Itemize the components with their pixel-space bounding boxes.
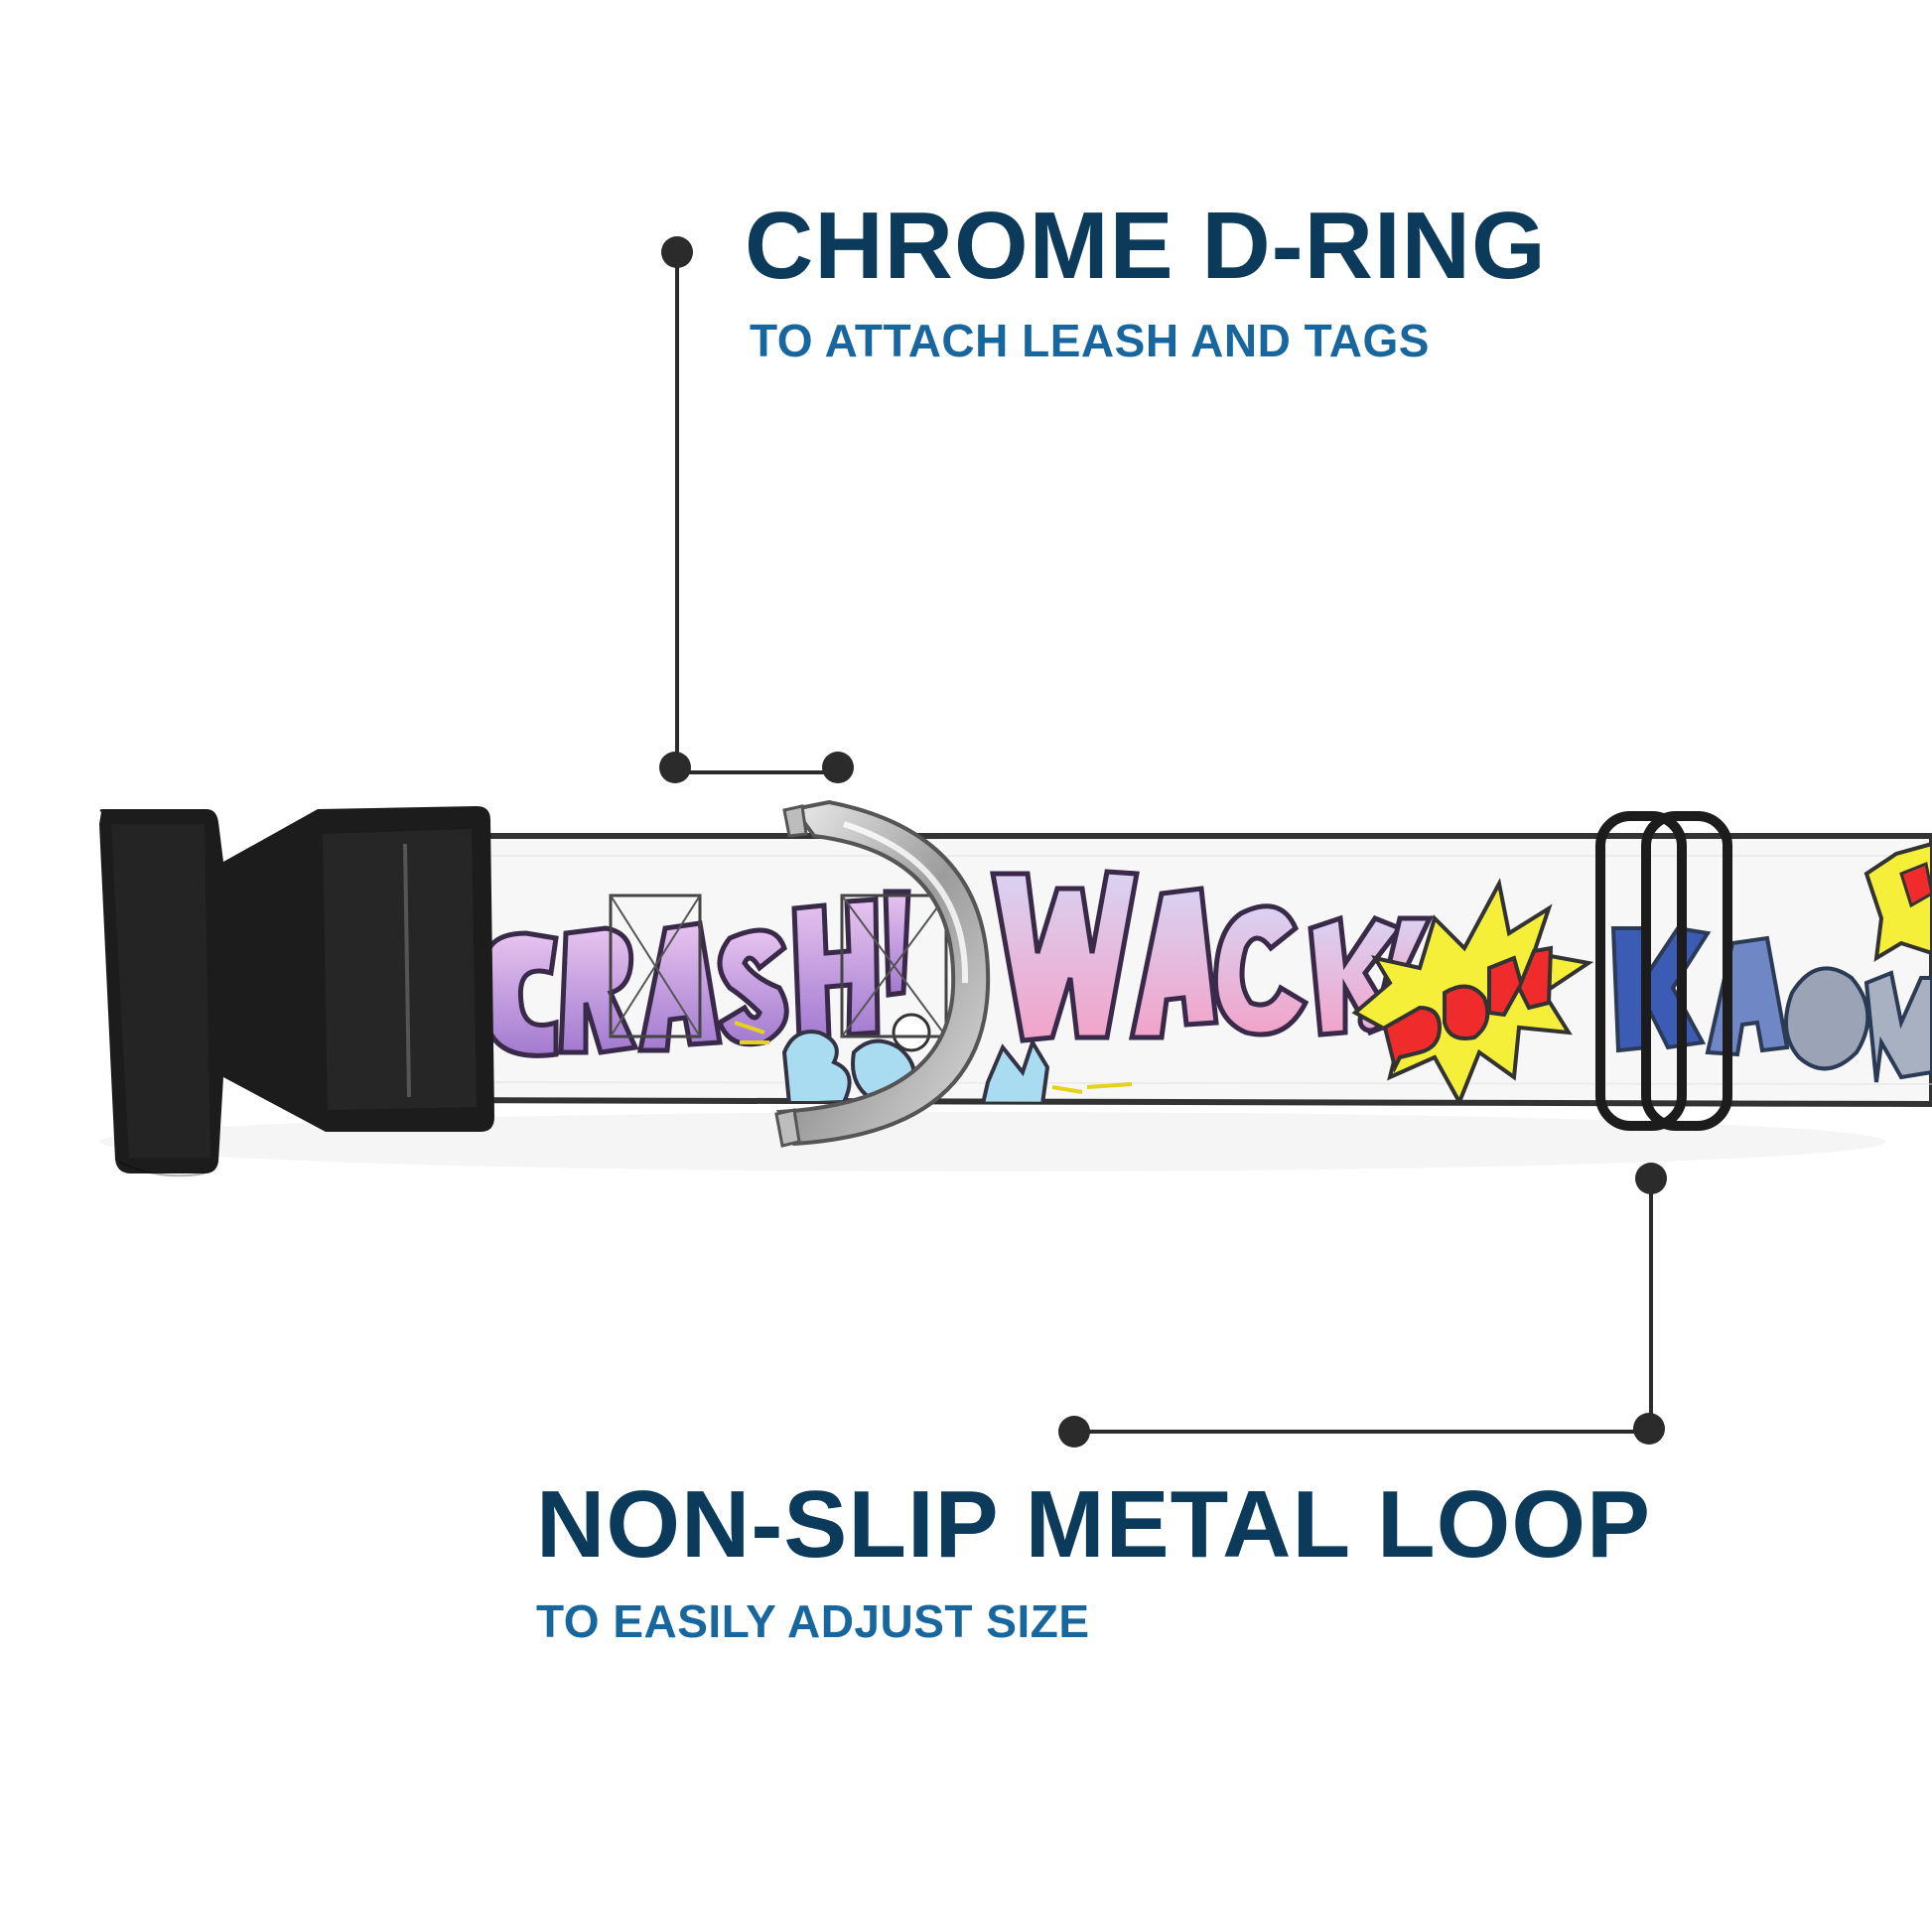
stitch-box-right: [840, 894, 948, 1038]
leader-dot: [1058, 1416, 1090, 1448]
chrome-d-ring: [774, 799, 991, 1148]
leader-dot: [661, 236, 693, 268]
comic-print: [444, 841, 1932, 1104]
loop-callout-subtitle: TO EASILY ADJUST SIZE: [536, 1595, 1090, 1647]
stitch-box-left: [609, 894, 702, 1038]
side-release-buckle: [99, 806, 494, 1177]
crash-word: [482, 889, 911, 1058]
pow-burst: [1351, 878, 1594, 1104]
boom-word: [781, 1030, 1050, 1104]
dring-callout-subtitle: TO ATTACH LEASH AND TAGS: [750, 315, 1430, 366]
dring-leader-line: [659, 236, 854, 783]
collar-shadow: [99, 1112, 1886, 1172]
collar-strap: [394, 833, 1932, 1108]
leader-dot: [1635, 1163, 1667, 1194]
loop-leader-line: [1058, 1163, 1667, 1448]
wack-word: [990, 869, 1434, 1043]
leader-dot: [659, 752, 691, 783]
leader-dot: [1633, 1413, 1665, 1445]
metal-loop: [1595, 811, 1732, 1131]
dring-callout-title: CHROME D-RING: [745, 193, 1547, 299]
loop-callout-title: NON-SLIP METAL LOOP: [536, 1471, 1652, 1578]
leader-dot: [822, 752, 854, 783]
